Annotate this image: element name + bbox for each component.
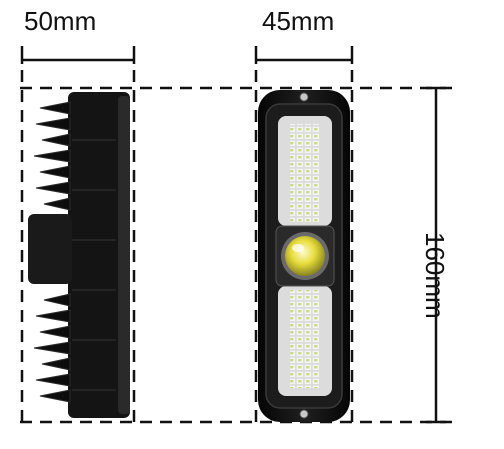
- lamp-front-view: [258, 90, 350, 422]
- width-dimension: [20, 46, 136, 64]
- projector-lens-icon: [285, 236, 325, 276]
- screw-icon: [299, 409, 309, 419]
- led-array-top: [290, 124, 320, 222]
- led-array-bottom: [290, 290, 320, 388]
- depth-dimension: [254, 46, 354, 64]
- height-label: 160mm: [420, 232, 450, 319]
- dashed-guides: [20, 70, 456, 424]
- width-label: 50mm: [24, 6, 97, 36]
- screw-icon: [299, 92, 309, 102]
- depth-label: 45mm: [262, 6, 335, 36]
- lamp-side-view: [28, 92, 130, 418]
